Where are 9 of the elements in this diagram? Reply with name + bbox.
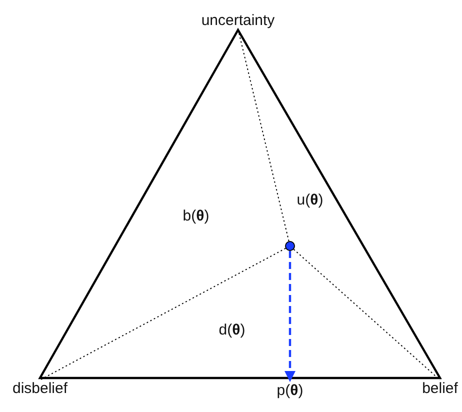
vertex-label: uncertainty [201,12,275,29]
region-label: d(θ) [218,322,246,338]
vertex-label: belief [422,380,458,397]
region-label: b(θ) [182,208,210,224]
point-dot [285,241,295,251]
region-label: u(θ) [296,192,324,208]
vertex-label: disbelief [12,380,68,397]
vertex-label: p(θ) [276,382,304,399]
arrow [284,251,296,382]
